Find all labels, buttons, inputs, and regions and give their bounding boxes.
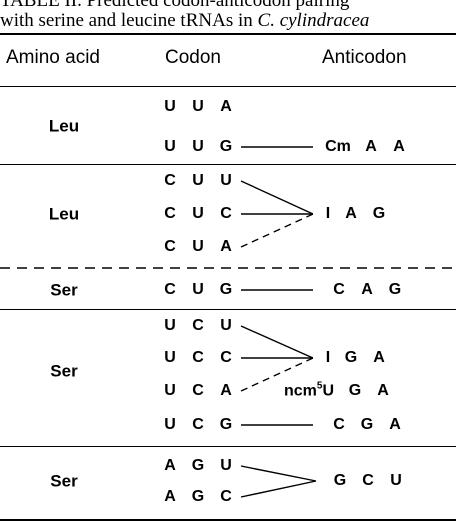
codon-nucleotide: U — [164, 382, 176, 399]
codon-nucleotide: G — [191, 488, 205, 505]
anticodon-nucleotide: G — [344, 349, 358, 366]
anticodon-nucleotide: C — [362, 472, 374, 489]
codon-nucleotide: U — [192, 98, 204, 115]
anticodon-nucleotide: A — [345, 205, 357, 222]
anticodon-nucleotide: G — [360, 416, 374, 433]
codon-nucleotide: C — [164, 172, 176, 189]
pairing-line — [240, 465, 317, 482]
codon-nucleotide: U — [192, 172, 204, 189]
anticodon-nucleotide: A — [377, 382, 389, 399]
header-amino-acid: Amino acid — [6, 47, 100, 68]
amino-acid-label: Leu — [48, 204, 80, 224]
header-anticodon: Anticodon — [322, 47, 407, 68]
anticodon-modified-base: Cm — [325, 139, 351, 155]
anticodon-nucleotide: A — [389, 416, 401, 433]
bottom-rule — [0, 519, 456, 521]
codon-nucleotide: A — [220, 98, 232, 115]
anticodon-modified-base: ncm5U — [283, 380, 335, 400]
header-codon: Codon — [165, 47, 221, 68]
anticodon-nucleotide: C — [333, 416, 345, 433]
codon-nucleotide: C — [220, 349, 232, 366]
codon-nucleotide: C — [220, 205, 232, 222]
header-rule — [0, 86, 456, 87]
amino-acid-label: Ser — [50, 280, 78, 300]
pairing-line — [240, 480, 317, 498]
codon-nucleotide: C — [192, 317, 204, 334]
anticodon-nucleotide: C — [333, 281, 345, 298]
codon-nucleotide: U — [220, 317, 232, 334]
group-separator — [0, 446, 456, 447]
codon-nucleotide: C — [192, 349, 204, 366]
amino-acid-label: Leu — [48, 116, 80, 136]
codon-nucleotide: U — [192, 138, 204, 155]
group-separator — [0, 164, 456, 165]
codon-nucleotide: U — [220, 172, 232, 189]
amino-acid-label: Ser — [50, 361, 78, 381]
anticodon-nucleotide: A — [361, 281, 373, 298]
modified-base-suffix: U — [322, 382, 335, 400]
codon-nucleotide: A — [164, 457, 176, 474]
codon-nucleotide: C — [220, 488, 232, 505]
table-caption-line1: TABLE II. Predicted codon-anticodon pair… — [0, 0, 350, 11]
codon-nucleotide: G — [219, 416, 233, 433]
anticodon-nucleotide: A — [373, 349, 385, 366]
anticodon-nucleotide: A — [393, 138, 405, 155]
table-caption-line2: with serine and leucine tRNAs in C. cyli… — [0, 11, 456, 30]
top-rule — [0, 33, 456, 35]
modified-base-superscript: 5 — [316, 380, 323, 392]
modified-base-name: I — [325, 349, 331, 366]
anticodon-nucleotide: G — [348, 382, 362, 399]
codon-nucleotide: U — [164, 416, 176, 433]
codon-nucleotide: A — [164, 488, 176, 505]
anticodon-nucleotide: A — [365, 138, 377, 155]
codon-nucleotide: U — [164, 138, 176, 155]
wobble-pairing-line — [240, 357, 314, 392]
codon-nucleotide: C — [164, 281, 176, 298]
codon-nucleotide: U — [164, 98, 176, 115]
modified-base-name: Cm — [325, 138, 351, 155]
codon-nucleotide: A — [220, 382, 232, 399]
group-separator — [0, 309, 456, 310]
anticodon-nucleotide: G — [388, 281, 402, 298]
anticodon-modified-base: I — [326, 350, 330, 366]
wobble-pairing-line — [240, 213, 314, 248]
codon-nucleotide: U — [192, 238, 204, 255]
amino-acid-label: Ser — [50, 471, 78, 491]
codon-nucleotide: U — [192, 281, 204, 298]
codon-nucleotide: C — [164, 205, 176, 222]
codon-nucleotide: C — [192, 382, 204, 399]
anticodon-nucleotide: G — [333, 472, 347, 489]
codon-nucleotide: U — [164, 349, 176, 366]
codon-nucleotide: G — [191, 457, 205, 474]
codon-nucleotide: G — [219, 138, 233, 155]
anticodon-nucleotide: G — [372, 205, 386, 222]
pairing-line — [240, 325, 314, 359]
codon-nucleotide: C — [192, 416, 204, 433]
anticodon-nucleotide: U — [390, 472, 402, 489]
caption-species: C. cylindracea — [257, 10, 370, 31]
pairing-line — [240, 180, 314, 215]
modified-base-name: ncm — [283, 382, 317, 400]
codon-nucleotide: G — [219, 281, 233, 298]
anticodon-modified-base: I — [326, 206, 330, 222]
modified-base-name: I — [325, 205, 331, 222]
codon-nucleotide: U — [220, 457, 232, 474]
codon-nucleotide: U — [192, 205, 204, 222]
codon-nucleotide: C — [164, 238, 176, 255]
caption-prefix: with serine and leucine tRNAs in — [0, 10, 258, 31]
codon-nucleotide: U — [164, 317, 176, 334]
codon-nucleotide: A — [220, 238, 232, 255]
